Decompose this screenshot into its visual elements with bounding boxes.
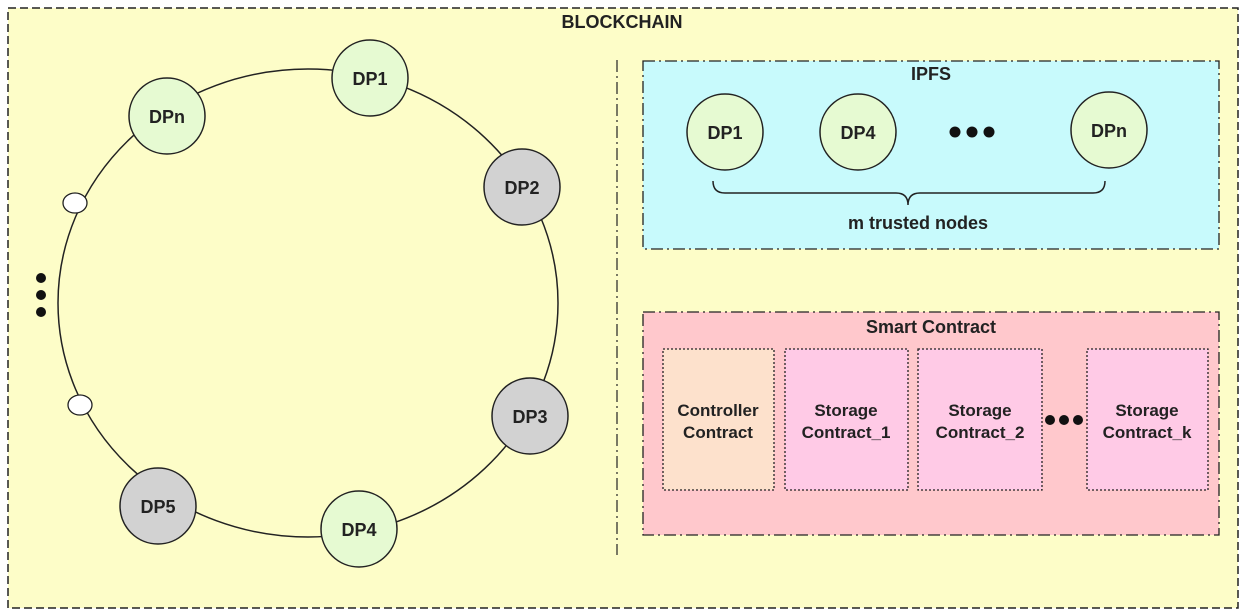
- ipfs-node-dp1: DP1: [686, 93, 764, 171]
- ipfs-node-label: DPn: [1091, 121, 1127, 141]
- controller-contract-label-line2: Contract: [683, 423, 753, 442]
- ipfs-node-label: DP1: [707, 123, 742, 143]
- storage-contract-2-label-line2: Contract_2: [936, 423, 1025, 442]
- ipfs-node-dp4: DP4: [819, 93, 897, 171]
- curly-brace-icon: [712, 180, 1106, 206]
- ring-node-label: DP2: [504, 178, 539, 198]
- storage-contract-1-label-line2: Contract_1: [802, 423, 891, 442]
- ring-ellipsis-icon: [36, 273, 46, 317]
- ipfs-ellipsis-icon: [949, 126, 995, 138]
- storage-contract-k-box: [1086, 348, 1209, 491]
- storage-contract-2-label-line1: Storage: [948, 401, 1011, 420]
- ring-node-label: DP1: [352, 69, 387, 89]
- contract-ellipsis-icon: [1045, 415, 1083, 425]
- ring-node-dp5: DP5: [119, 467, 197, 545]
- ring-node-dp3: DP3: [491, 377, 569, 455]
- controller-contract-box: [662, 348, 775, 491]
- ring-node-dp1: DP1: [331, 39, 409, 117]
- ring-placeholder-node: [62, 192, 88, 214]
- node-ring: [57, 68, 559, 538]
- smart-contract-title: Smart Contract: [866, 317, 996, 337]
- ipfs-title: IPFS: [911, 64, 951, 84]
- ring-node-dp4: DP4: [320, 490, 398, 568]
- ring-node-dp2: DP2: [483, 148, 561, 226]
- ipfs-node-dpn: DPn: [1070, 91, 1148, 169]
- storage-contract-k-label-line1: Storage: [1115, 401, 1178, 420]
- ring-placeholder-node: [67, 394, 93, 416]
- ring-node-label: DP4: [341, 520, 376, 540]
- blockchain-title: BLOCKCHAIN: [562, 12, 683, 32]
- ring-node-label: DPn: [149, 107, 185, 127]
- storage-contract-k-label-line2: Contract_k: [1103, 423, 1192, 442]
- storage-contract-2-box: [917, 348, 1043, 491]
- storage-contract-1-box: [784, 348, 909, 491]
- controller-contract-label-line1: Controller: [677, 401, 759, 420]
- ring-node-dpn: DPn: [128, 77, 206, 155]
- storage-contract-1-label-line1: Storage: [814, 401, 877, 420]
- ipfs-brace-label: m trusted nodes: [848, 213, 988, 233]
- ring-node-label: DP5: [140, 497, 175, 517]
- ipfs-node-label: DP4: [840, 123, 875, 143]
- ring-node-label: DP3: [512, 407, 547, 427]
